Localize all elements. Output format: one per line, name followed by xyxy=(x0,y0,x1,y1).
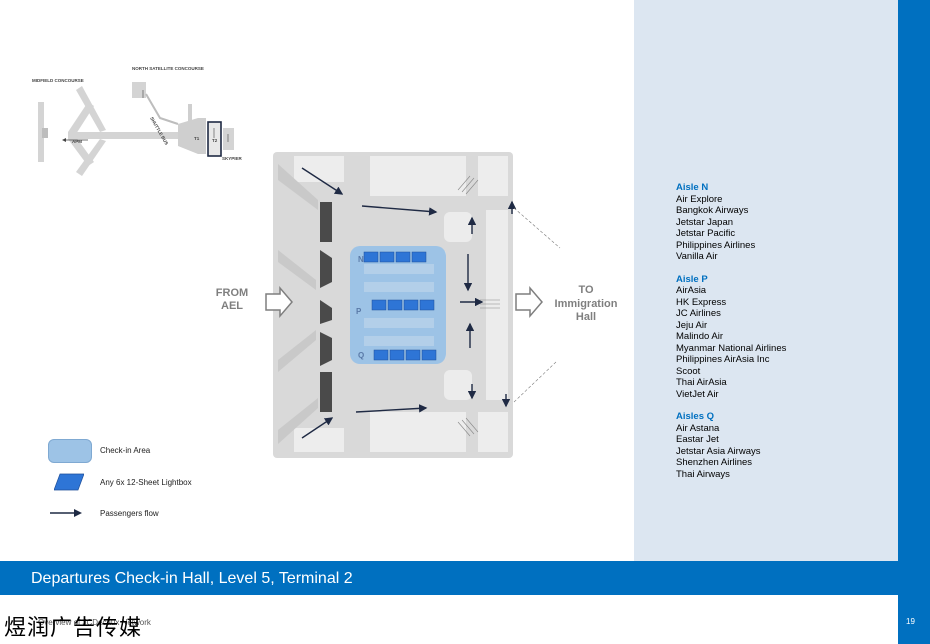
lightboxes-aisle-n xyxy=(363,251,427,263)
airline-item: Bangkok Airways xyxy=(676,205,749,216)
footer-text: Overview of JCDecaux Network xyxy=(38,618,151,627)
t1-label: T1 xyxy=(194,136,200,141)
aisle-heading: Aisle N xyxy=(676,182,709,193)
legend-checkin-label: Check-in Area xyxy=(100,446,151,455)
midfield-concourse-shape xyxy=(38,102,44,162)
airline-item: Scoot xyxy=(676,365,701,377)
checkin-hall-floorplan: N P Q xyxy=(265,152,561,458)
airline-item: JC Airlines xyxy=(676,308,721,319)
north-satellite-label: NORTH SATELLITE CONCOURSE xyxy=(132,66,204,71)
airline-item: AirAsia xyxy=(676,285,707,296)
airline-item: Jetstar Japan xyxy=(676,216,734,228)
aisle-heading: Aisles Q xyxy=(676,411,715,422)
from-ael-label: FROM AEL xyxy=(215,287,249,312)
airline-item: Myanmar National Airlines xyxy=(676,342,787,354)
midfield-label: MIDFIELD CONCOURSE xyxy=(32,78,84,83)
aisle-group-p: Aisle P AirAsia HK Express JC Airlines J… xyxy=(676,274,786,401)
airline-item: Thai AirAsia xyxy=(676,377,727,388)
to-immigration-label: TO Immigration Hall xyxy=(554,284,618,323)
watermark-text: 煜润广告传媒 xyxy=(4,616,143,641)
t2-label: T2 xyxy=(212,138,218,143)
airline-item: Malindo Air xyxy=(676,331,723,342)
legend-checkin-swatch xyxy=(48,439,92,463)
airline-item: Shenzhen Airlines xyxy=(676,457,753,468)
apm-label: APM xyxy=(72,139,82,144)
aisle-group-q: Aisles Q Air Astana Eastar Jet Jetstar A… xyxy=(676,411,786,480)
aisle-p-letter: P xyxy=(356,307,362,316)
legend-flow-label: Passengers flow xyxy=(100,509,159,518)
airline-list: Aisle N Air Explore Bangkok Airways Jets… xyxy=(676,182,786,491)
title-bar xyxy=(0,561,898,595)
aisle-n-letter: N xyxy=(358,255,364,264)
airline-item: Thai Airways xyxy=(676,468,730,480)
aisle-q-letter: Q xyxy=(358,351,364,360)
airline-item: Jetstar Asia Airways xyxy=(676,445,761,457)
aisle-group-n: Aisle N Air Explore Bangkok Airways Jets… xyxy=(676,182,786,263)
airline-item: Philippines Airlines xyxy=(676,239,756,251)
lightboxes-aisle-p xyxy=(371,299,435,311)
aisle-heading: Aisle P xyxy=(676,273,708,285)
airline-item: Vanilla Air xyxy=(676,251,718,262)
passenger-flow-arrows xyxy=(301,167,517,439)
from-ael-arrow xyxy=(265,285,293,319)
airline-panel xyxy=(634,0,898,561)
airline-item: Jeju Air xyxy=(676,319,708,331)
legend-lightbox-swatch xyxy=(54,473,84,491)
airline-item: Eastar Jet xyxy=(676,434,719,445)
airline-item: VietJet Air xyxy=(676,388,719,400)
skypier-label: SKYPIER xyxy=(222,156,243,161)
side-accent-strip xyxy=(898,0,930,644)
airline-item: HK Express xyxy=(676,296,727,308)
airport-overview-map: MIDFIELD CONCOURSE NORTH SATELLITE CONCO… xyxy=(28,62,250,180)
lightboxes-aisle-q xyxy=(373,349,437,361)
legend-flow-arrow xyxy=(50,509,82,517)
page-number: 19 xyxy=(906,617,915,626)
airline-item: Air Explore xyxy=(676,193,723,205)
airline-item: Air Astana xyxy=(676,422,720,434)
legend-lightbox-label: Any 6x 12-Sheet Lightbox xyxy=(100,478,192,487)
airline-item: Philippines AirAsia Inc xyxy=(676,354,770,365)
to-immigration-arrow xyxy=(515,285,543,319)
airline-item: Jetstar Pacific xyxy=(676,228,736,239)
page-title: Departures Check-in Hall, Level 5, Termi… xyxy=(31,570,353,587)
escalators xyxy=(457,175,500,437)
